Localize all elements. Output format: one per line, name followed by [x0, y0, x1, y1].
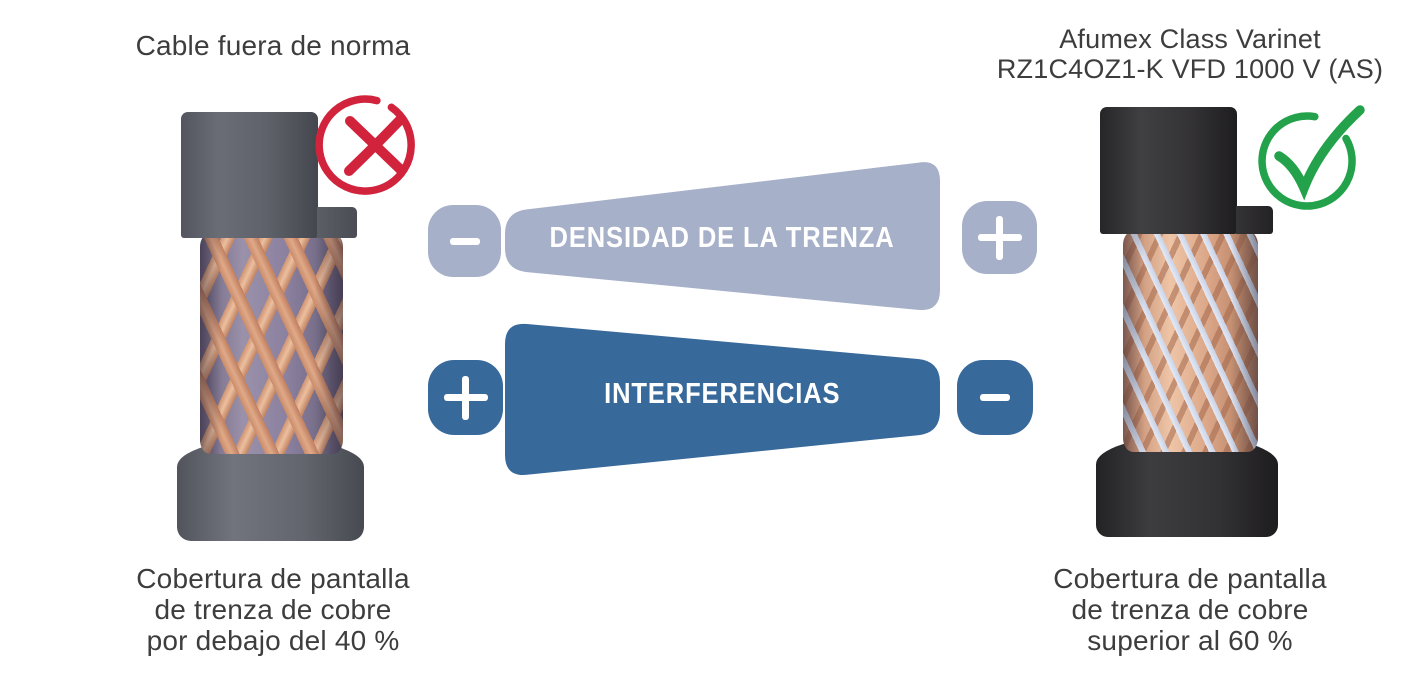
right-cable-caption: Cobertura de pantalla de trenza de cobre… — [1023, 563, 1357, 656]
densidad-minus-badge — [428, 205, 501, 277]
interferencias-trapezoid — [505, 323, 940, 475]
left-cable-jacket-step — [317, 207, 357, 238]
left-caption-line2: de trenza de cobre — [154, 594, 392, 625]
left-cable-bottom-jacket — [177, 438, 364, 541]
right-cable-title-line2: RZ1C4OZ1-K VFD 1000 V (AS) — [996, 54, 1384, 84]
right-cable-title: Afumex Class Varinet RZ1C4OZ1-K VFD 1000… — [970, 24, 1410, 84]
left-cable-title: Cable fuera de norma — [135, 30, 411, 61]
check-circle-icon — [1258, 105, 1365, 210]
check-circle-strokes — [1258, 105, 1365, 210]
cross-circle-icon — [315, 95, 415, 195]
right-cable-jacket-step — [1236, 206, 1273, 234]
densidad-plus-badge — [962, 201, 1037, 274]
interferencias-plus-badge — [428, 360, 503, 435]
right-cable-dense-copper-braid — [1123, 231, 1258, 452]
right-caption-line3: superior al 60 % — [1087, 625, 1293, 656]
left-cable-top-jacket — [181, 112, 318, 238]
right-cable-bottom-jacket — [1096, 436, 1278, 537]
right-caption-line1: Cobertura de pantalla — [1053, 563, 1327, 594]
left-caption-line3: por debajo del 40 % — [146, 625, 400, 656]
densidad-trapezoid — [505, 162, 940, 311]
right-caption-line2: de trenza de cobre — [1071, 594, 1309, 625]
left-cable-sparse-copper-braid — [200, 233, 343, 454]
cross-circle-strokes — [315, 95, 415, 195]
left-caption-line1: Cobertura de pantalla — [136, 563, 410, 594]
interferencias-minus-badge — [957, 360, 1033, 435]
right-cable-top-jacket — [1100, 107, 1237, 234]
left-cable-caption: Cobertura de pantalla de trenza de cobre… — [106, 563, 440, 656]
right-cable-title-line1: Afumex Class Varinet — [1059, 24, 1321, 54]
